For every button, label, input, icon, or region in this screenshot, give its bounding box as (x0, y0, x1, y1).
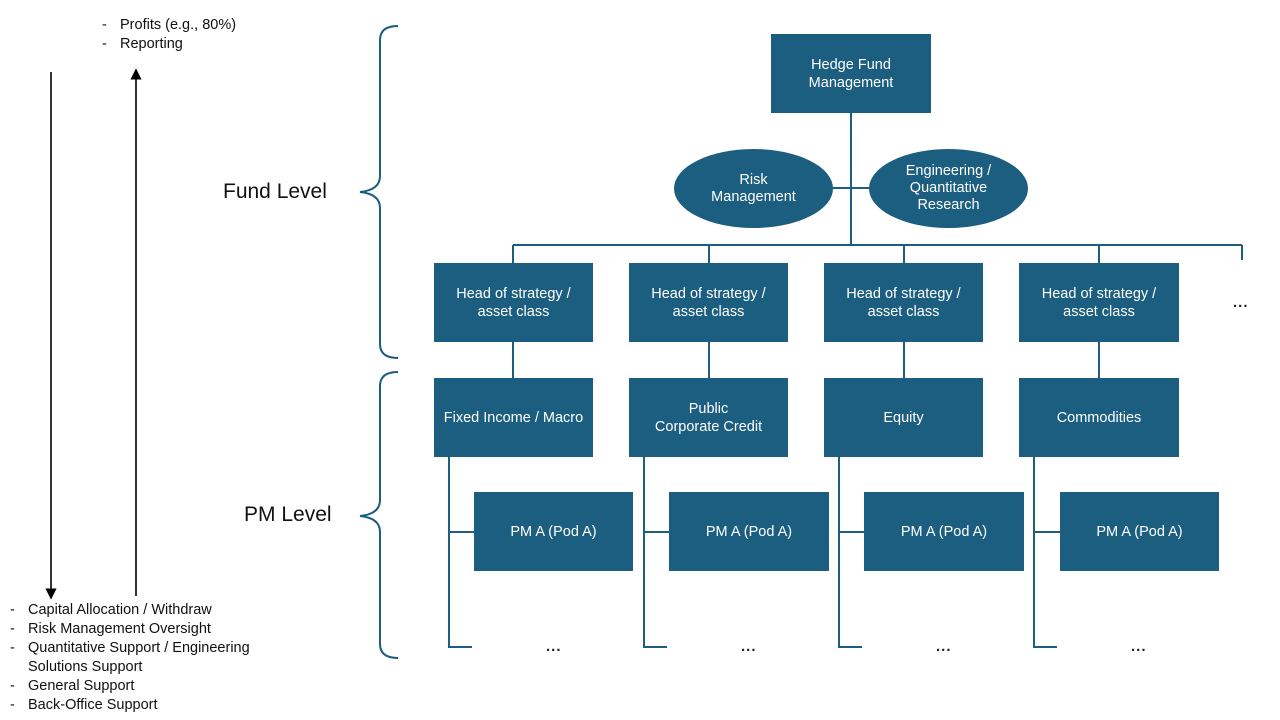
hedge-fund-management-box: Hedge Fund Management (771, 34, 931, 113)
fund-level-bracket (359, 25, 399, 359)
more-pods-ellipsis: ... (741, 638, 757, 655)
pod-box: PM A (Pod A) (1060, 492, 1219, 571)
pm-level-label: PM Level (244, 503, 332, 526)
asset-class-commodities-box: Commodities (1019, 378, 1179, 457)
more-heads-ellipsis: ... (1233, 294, 1249, 311)
engineering-research-ellipse: Engineering / Quantitative Research (869, 149, 1028, 228)
head-of-strategy-box: Head of strategy / asset class (434, 263, 593, 342)
note-profits: Profits (e.g., 80%) (100, 16, 236, 35)
more-pods-ellipsis: ... (546, 638, 562, 655)
pod-box: PM A (Pod A) (669, 492, 829, 571)
note-risk-oversight: Risk Management Oversight (8, 620, 288, 639)
asset-class-credit-box: Public Corporate Credit (629, 378, 788, 457)
risk-management-ellipse: Risk Management (674, 149, 833, 228)
bottom-notes: Capital Allocation / Withdraw Risk Manag… (8, 601, 288, 715)
fund-level-label: Fund Level (223, 180, 327, 203)
note-quant-support: Quantitative Support / Engineering Solut… (8, 639, 288, 677)
head-of-strategy-box: Head of strategy / asset class (824, 263, 983, 342)
asset-class-fixed-income-box: Fixed Income / Macro (434, 378, 593, 457)
top-notes: Profits (e.g., 80%) Reporting (100, 16, 236, 54)
more-pods-ellipsis: ... (936, 638, 952, 655)
note-general-support: General Support (8, 677, 288, 696)
pod-box: PM A (Pod A) (474, 492, 633, 571)
asset-class-equity-box: Equity (824, 378, 983, 457)
more-pods-ellipsis: ... (1131, 638, 1147, 655)
pm-level-bracket (359, 371, 399, 659)
pod-box: PM A (Pod A) (864, 492, 1024, 571)
note-capital-allocation: Capital Allocation / Withdraw (8, 601, 288, 620)
head-of-strategy-box: Head of strategy / asset class (629, 263, 788, 342)
head-of-strategy-box: Head of strategy / asset class (1019, 263, 1179, 342)
note-reporting: Reporting (100, 35, 236, 54)
note-back-office: Back-Office Support (8, 696, 288, 715)
